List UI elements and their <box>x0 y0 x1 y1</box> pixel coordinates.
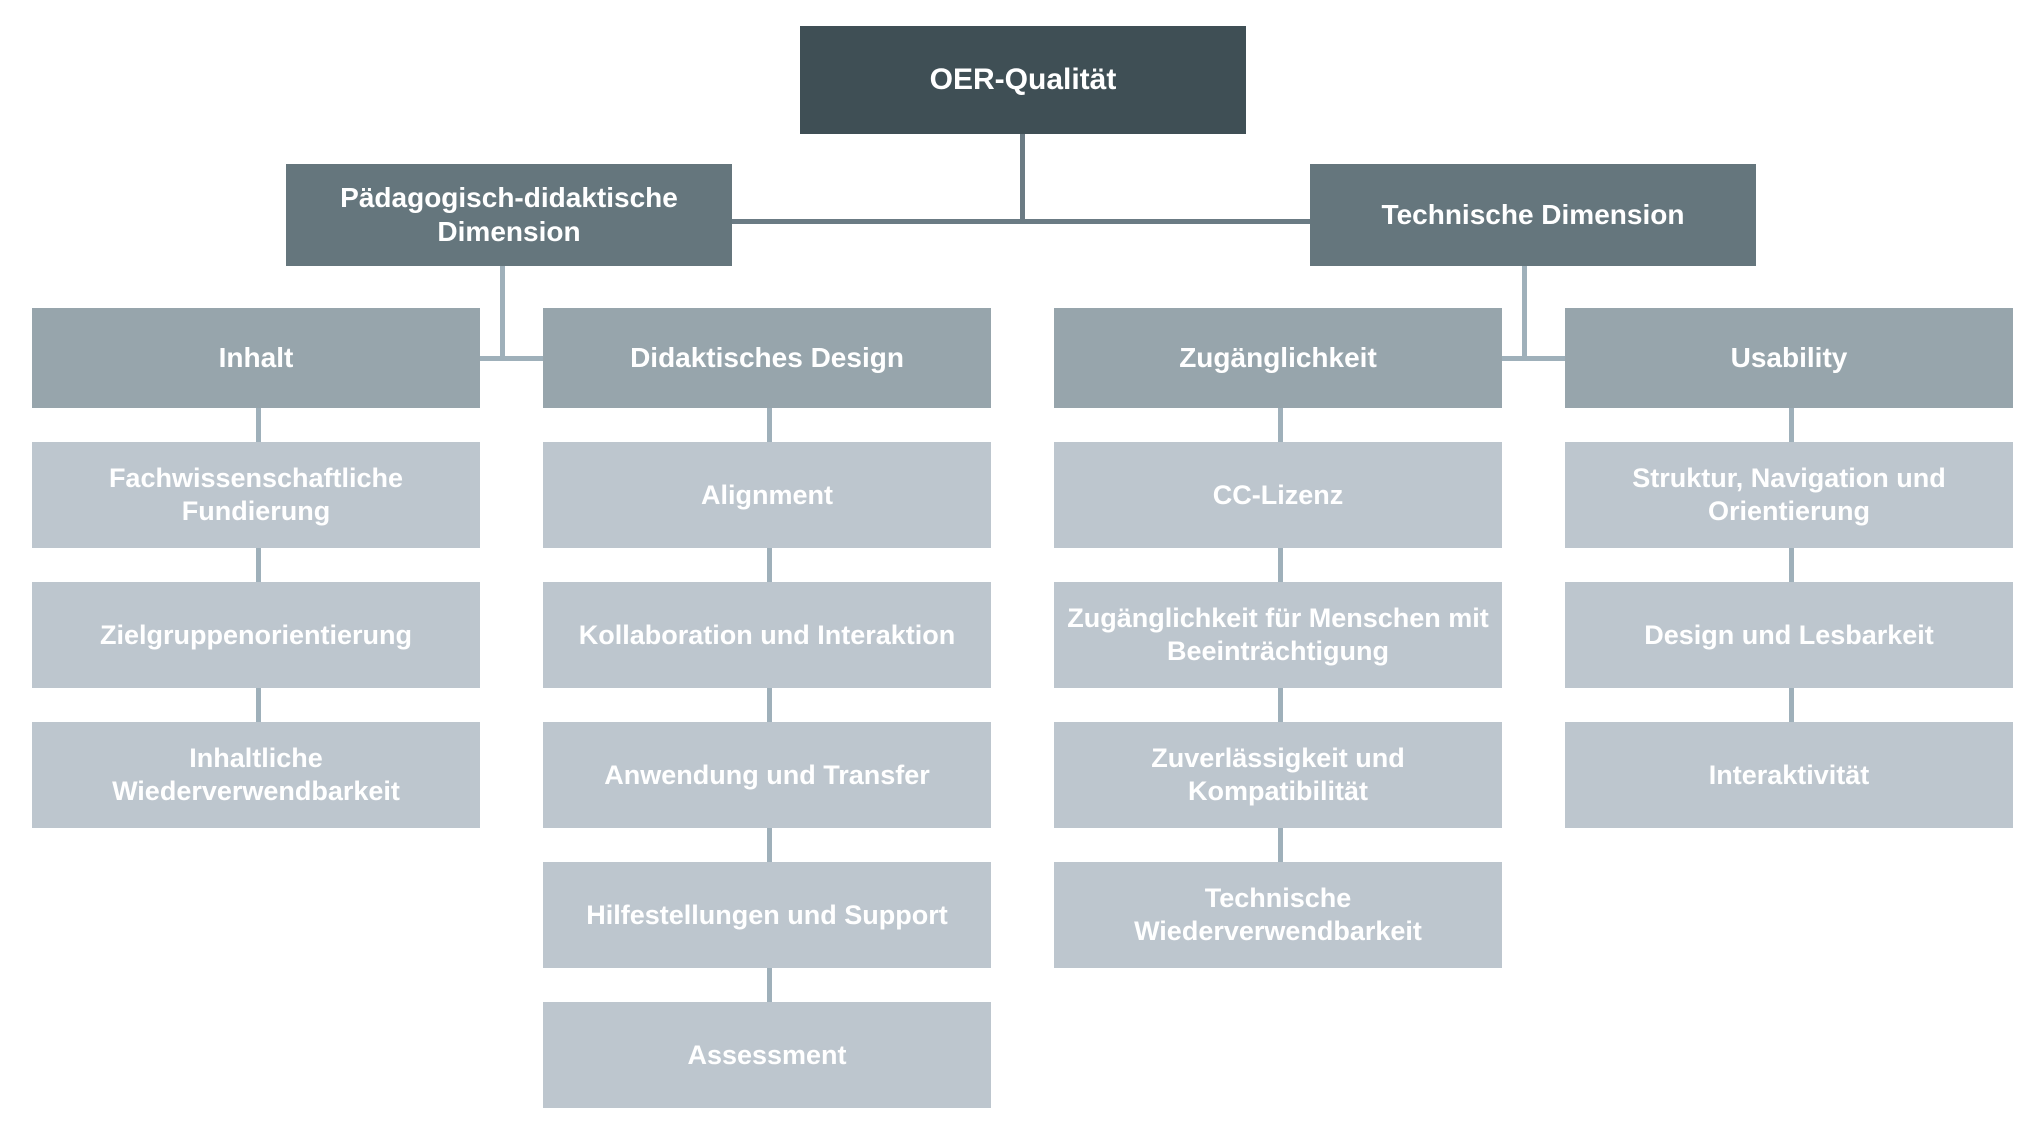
node-root-oer-qualitaet[interactable]: OER-Qualität <box>800 26 1246 134</box>
node-category-inhalt[interactable]: Inhalt <box>32 308 480 408</box>
connector-paed-branch-bar <box>256 356 746 361</box>
connector-col4-2 <box>1789 548 1794 582</box>
node-dimension-paedagogisch-didaktisch[interactable]: Pädagogisch-didaktische Dimension <box>286 164 732 266</box>
connector-col1-3 <box>256 688 261 722</box>
connector-tech-branch-bar <box>1278 356 1768 361</box>
node-criterion-zielgruppenorientierung[interactable]: Zielgruppenorientierung <box>32 582 480 688</box>
connector-dimension-bar <box>732 219 1310 224</box>
connector-col2-2 <box>767 548 772 582</box>
node-criterion-anwendung-und-transfer[interactable]: Anwendung und Transfer <box>543 722 991 828</box>
node-criterion-kollaboration-und-interaktion[interactable]: Kollaboration und Interaktion <box>543 582 991 688</box>
node-criterion-fachwissenschaftliche-fundierung[interactable]: Fachwissenschaftliche Fundierung <box>32 442 480 548</box>
node-category-didaktisches-design[interactable]: Didaktisches Design <box>543 308 991 408</box>
connector-col2-5 <box>767 968 772 1002</box>
node-criterion-zuverlaessigkeit-und-kompatibilitaet[interactable]: Zuverlässigkeit und Kompatibilität <box>1054 722 1502 828</box>
connector-col1-2 <box>256 548 261 582</box>
connector-root-stem <box>1020 134 1025 224</box>
connector-col3-3 <box>1278 688 1283 722</box>
connector-col4-1 <box>1789 408 1794 442</box>
connector-col3-1 <box>1278 408 1283 442</box>
node-criterion-inhaltliche-wiederverwendbarkeit[interactable]: Inhaltliche Wiederverwendbarkeit <box>32 722 480 828</box>
node-criterion-cc-lizenz[interactable]: CC-Lizenz <box>1054 442 1502 548</box>
connector-col2-4 <box>767 828 772 862</box>
node-criterion-struktur-navigation-orientierung[interactable]: Struktur, Navigation und Orientierung <box>1565 442 2013 548</box>
node-criterion-technische-wiederverwendbarkeit[interactable]: Technische Wiederverwendbarkeit <box>1054 862 1502 968</box>
connector-col3-4 <box>1278 828 1283 862</box>
connector-col1-1 <box>256 408 261 442</box>
node-category-zugaenglichkeit[interactable]: Zugänglichkeit <box>1054 308 1502 408</box>
connector-col4-3 <box>1789 688 1794 722</box>
node-category-usability[interactable]: Usability <box>1565 308 2013 408</box>
node-dimension-technisch[interactable]: Technische Dimension <box>1310 164 1756 266</box>
connector-col2-1 <box>767 408 772 442</box>
node-criterion-design-und-lesbarkeit[interactable]: Design und Lesbarkeit <box>1565 582 2013 688</box>
node-criterion-zugaenglichkeit-beeintraechtigung[interactable]: Zugänglichkeit für Menschen mit Beeinträ… <box>1054 582 1502 688</box>
node-criterion-alignment[interactable]: Alignment <box>543 442 991 548</box>
connector-col3-2 <box>1278 548 1283 582</box>
connector-paed-stem <box>500 266 505 360</box>
node-criterion-hilfestellungen-und-support[interactable]: Hilfestellungen und Support <box>543 862 991 968</box>
connector-col2-3 <box>767 688 772 722</box>
connector-tech-stem <box>1522 266 1527 360</box>
node-criterion-assessment[interactable]: Assessment <box>543 1002 991 1108</box>
node-criterion-interaktivitaet[interactable]: Interaktivität <box>1565 722 2013 828</box>
